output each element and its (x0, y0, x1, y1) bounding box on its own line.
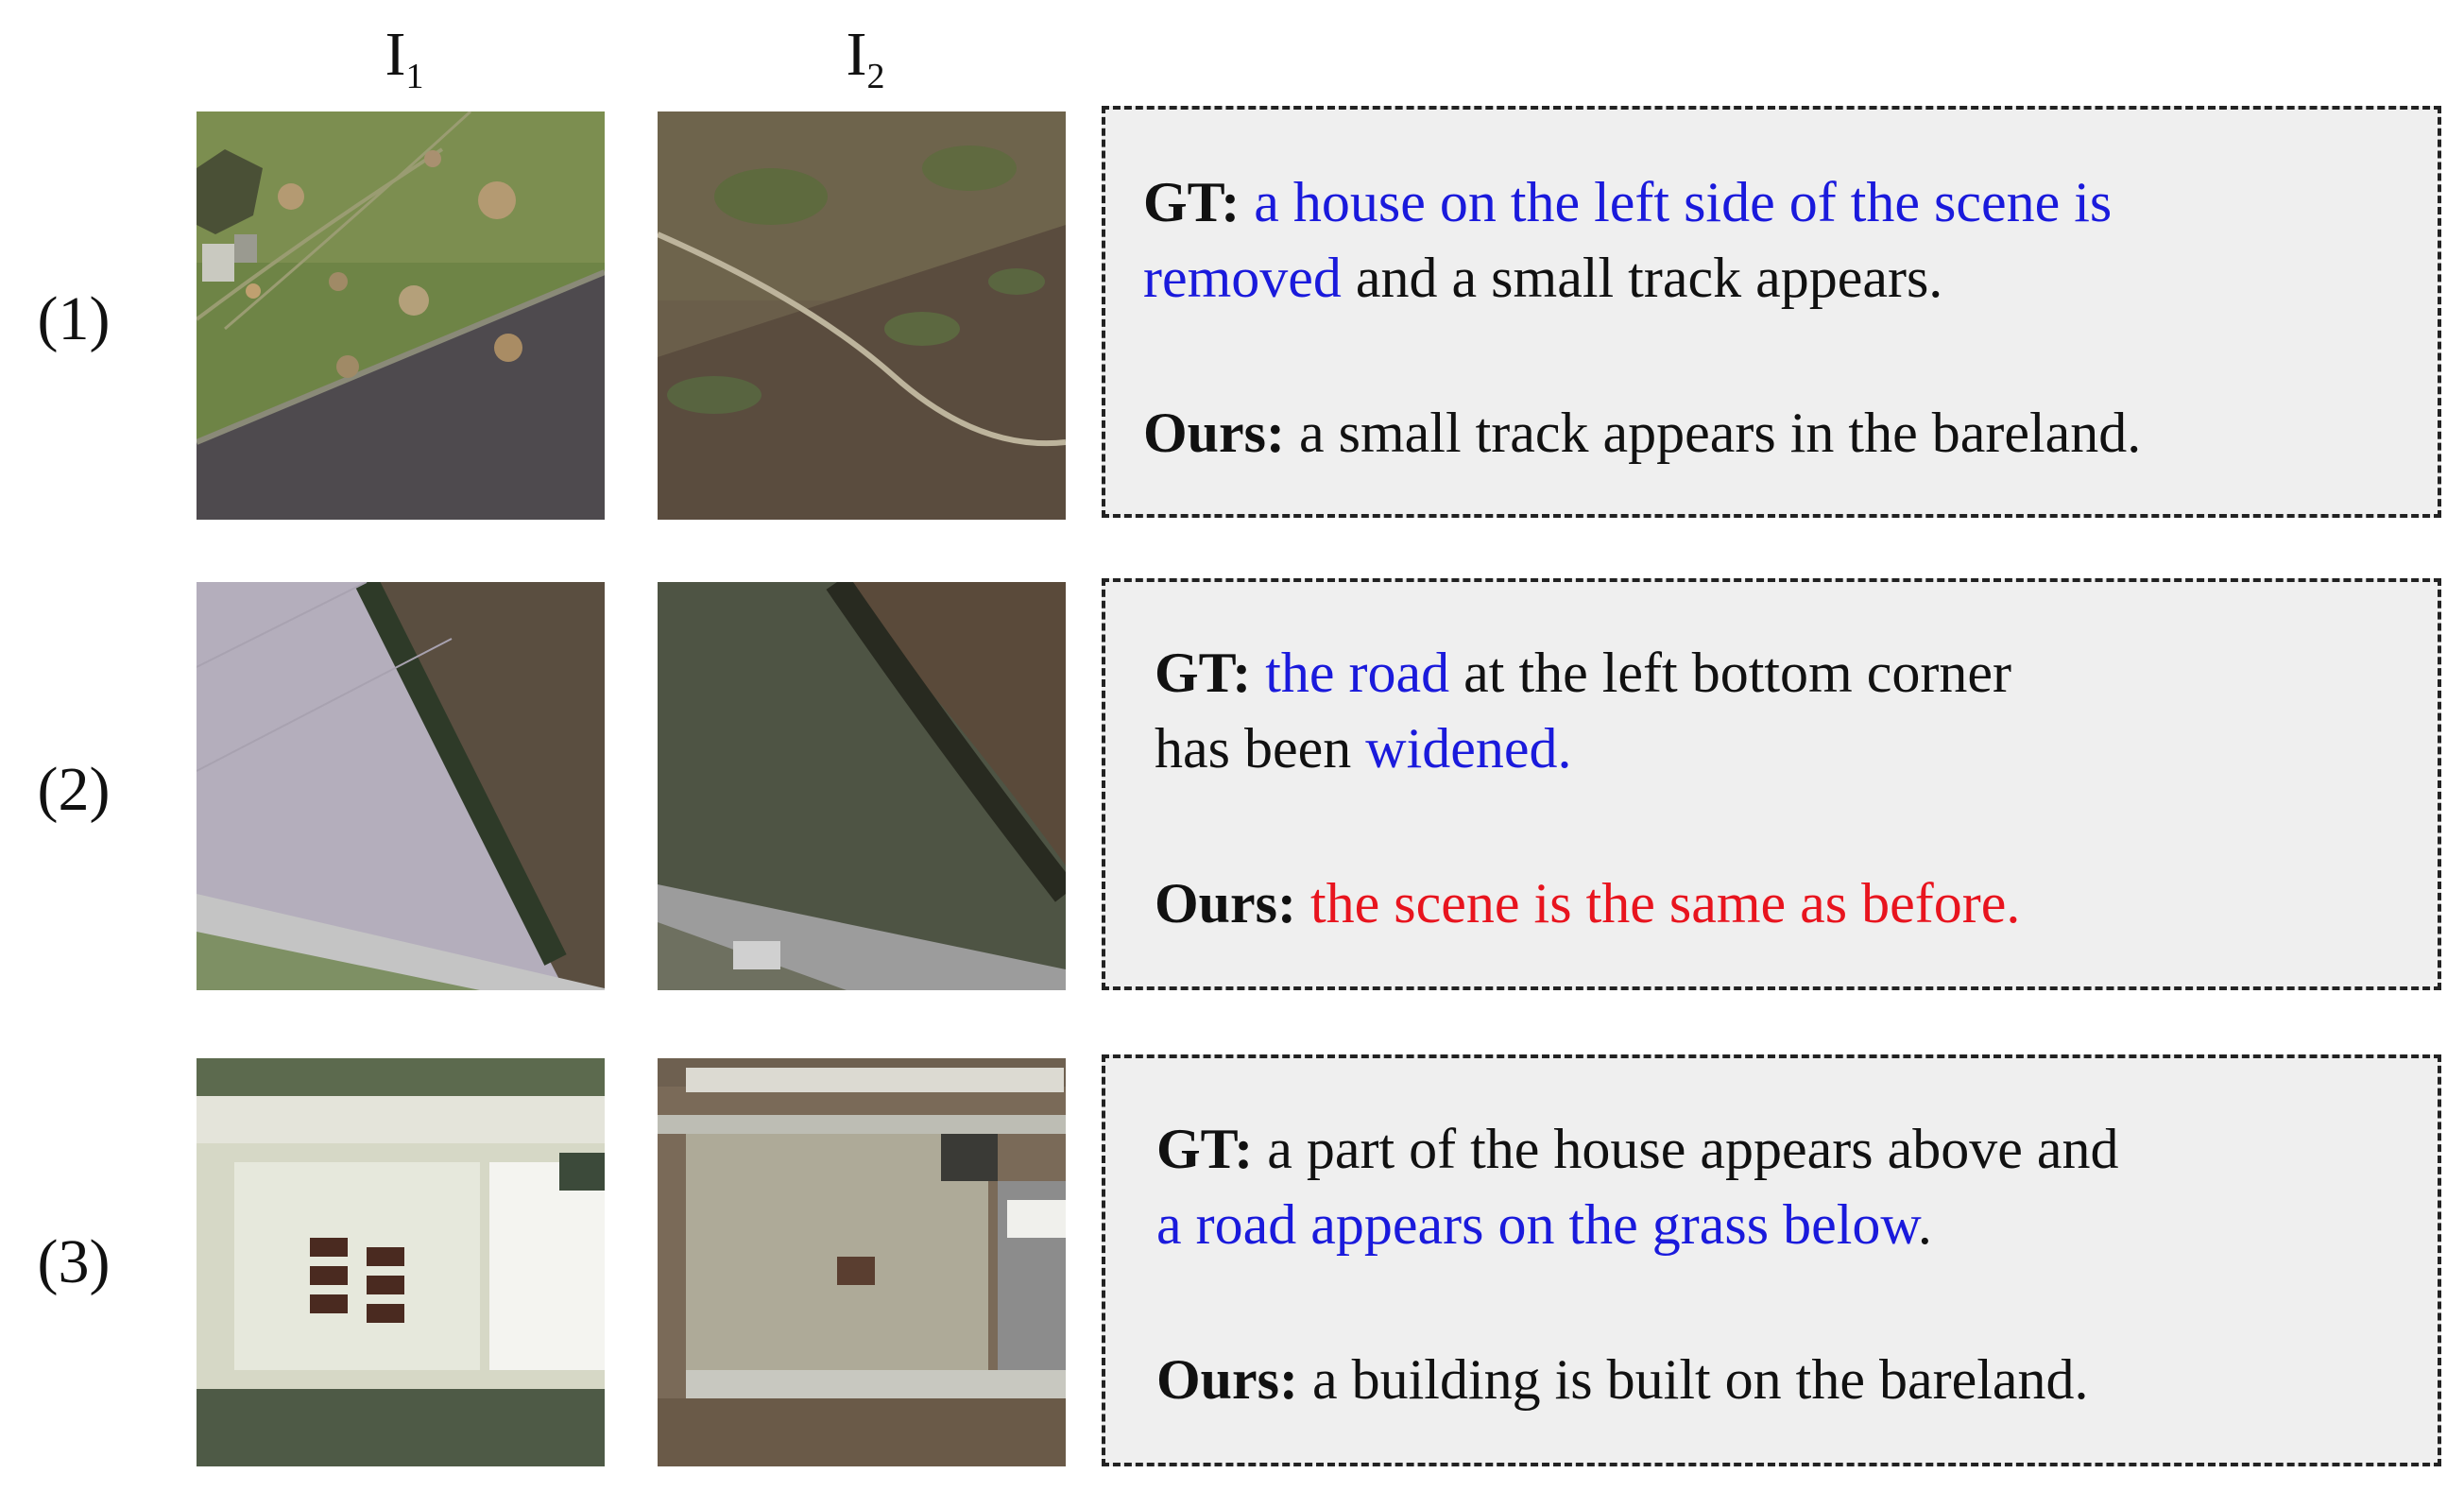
row1-gt-rest-2: and a small track appears. (1341, 247, 1943, 309)
row2-gt-blue-1: the road (1265, 642, 1450, 704)
row3-image-after (658, 1058, 1066, 1466)
row2-gt-line1: GT: the road at the left bottom corner (1155, 639, 2011, 707)
column-header-i2: I2 (658, 17, 1073, 114)
row-label-1: (1) (37, 284, 111, 353)
caption-box-1: GT: a house on the left side of the scen… (1102, 106, 2441, 518)
column-header-i2-sub: 2 (866, 57, 885, 96)
column-header-i1-sub: 1 (405, 57, 424, 96)
row3-gt-rest-2: . (1917, 1193, 1932, 1256)
row2-image-before (197, 582, 605, 990)
row1-ours-text: a small track appears in the bareland. (1299, 402, 2142, 464)
row3-ours-text: a building is built on the bareland. (1312, 1348, 2089, 1411)
row2-gt-blue-2: widened. (1365, 717, 1572, 780)
row-label-3: (3) (37, 1227, 111, 1296)
row2-image-after (658, 582, 1066, 990)
row1-gt-line1: GT: a house on the left side of the scen… (1143, 168, 2112, 236)
row3-ours-prefix: Ours: (1156, 1348, 1298, 1411)
row1-gt-blue-1: a house on the left side of the scene is (1254, 171, 2113, 233)
row1-gt-prefix: GT: (1143, 171, 1241, 233)
column-header-i1: I1 (197, 17, 612, 114)
row2-ours-prefix: Ours: (1155, 872, 1296, 934)
row3-gt-prefix: GT: (1156, 1118, 1254, 1180)
row2-ours-text: the scene is the same as before. (1310, 872, 2021, 934)
row3-gt-blue-2: a road appears on the grass below (1156, 1193, 1918, 1256)
row2-gt-prefix: GT: (1155, 642, 1252, 704)
row2-gt-rest-1: at the left bottom corner (1449, 642, 2011, 704)
row1-gt-line2: removed and a small track appears. (1143, 244, 1942, 312)
row2-gt-rest-2: has been (1155, 717, 1366, 780)
row3-ours-line: Ours: a building is built on the barelan… (1156, 1345, 2089, 1414)
row1-image-after (658, 111, 1066, 520)
row-label-2: (2) (37, 755, 111, 824)
row1-ours-line: Ours: a small track appears in the barel… (1143, 399, 2141, 467)
column-header-i2-base: I (846, 20, 867, 89)
row3-gt-rest-1: a part of the house appears above and (1267, 1118, 2119, 1180)
row3-image-before (197, 1058, 605, 1466)
row3-gt-line2: a road appears on the grass below. (1156, 1191, 1932, 1259)
row1-ours-prefix: Ours: (1143, 402, 1285, 464)
row3-gt-line1: GT: a part of the house appears above an… (1156, 1115, 2119, 1183)
row2-ours-line: Ours: the scene is the same as before. (1155, 869, 2020, 937)
caption-box-3: GT: a part of the house appears above an… (1102, 1054, 2441, 1466)
caption-box-2: GT: the road at the left bottom corner h… (1102, 578, 2441, 990)
row2-gt-line2: has been widened. (1155, 714, 1572, 782)
row1-gt-blue-2: removed (1143, 247, 1342, 309)
row1-image-before (197, 111, 605, 520)
column-header-i1-base: I (385, 20, 406, 89)
